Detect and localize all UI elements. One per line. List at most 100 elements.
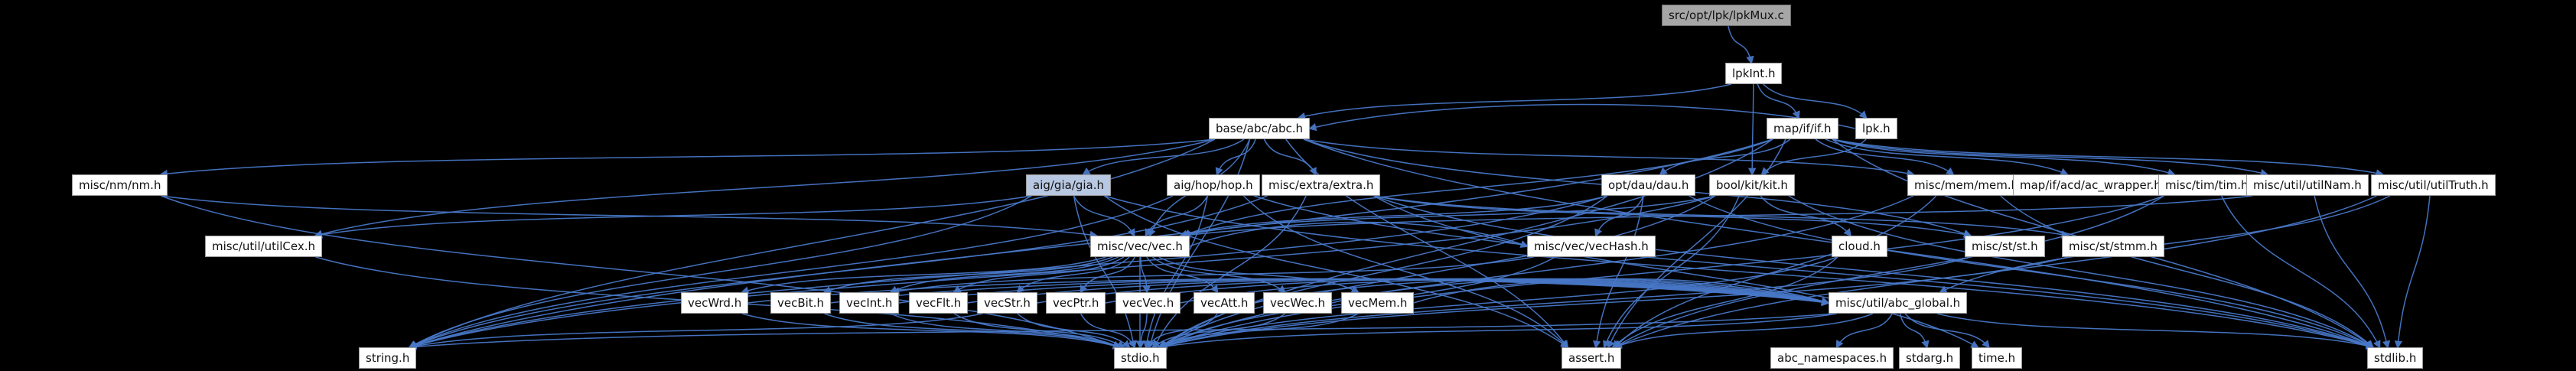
graph-node-utiltruth[interactable]: misc/util/utilTruth.h bbox=[2371, 174, 2496, 196]
include-edge-vec-to-vecstr bbox=[1016, 256, 1130, 294]
graph-node-vecflt[interactable]: vecFlt.h bbox=[909, 292, 969, 314]
include-edge-utiltruth-to-global bbox=[1939, 195, 2391, 293]
graph-node-dau[interactable]: opt/dau/dau.h bbox=[1601, 174, 1696, 196]
include-edge-abc-to-mem bbox=[1303, 138, 1916, 177]
include-edge-mem-to-assert bbox=[1614, 195, 1937, 349]
graph-node-acd[interactable]: map/if/acd/ac_wrapper.h bbox=[2013, 174, 2168, 196]
graph-node-vecvec[interactable]: vecVec.h bbox=[1115, 292, 1181, 314]
include-edge-extra-to-stdlib bbox=[1373, 195, 2375, 350]
include-edge-tim-to-stdio bbox=[1158, 195, 2164, 350]
graph-node-lpkMux[interactable]: src/opt/lpk/lpkMux.c bbox=[1662, 5, 1791, 26]
include-edge-dau-to-stdlib bbox=[1689, 195, 2375, 348]
include-edge-dau-to-stdio bbox=[1158, 195, 1608, 349]
include-edge-kit-to-assert bbox=[1603, 195, 1740, 349]
graph-node-vecptr[interactable]: vecPtr.h bbox=[1046, 292, 1106, 314]
include-edge-kit-to-cloud bbox=[1760, 195, 1852, 237]
include-edge-extra-to-stdio bbox=[1153, 195, 1307, 349]
include-edge-hop-to-string bbox=[408, 195, 1174, 349]
graph-node-vecwec[interactable]: vecWec.h bbox=[1263, 292, 1333, 314]
graph-node-vechash[interactable]: misc/vec/vecHash.h bbox=[1527, 236, 1656, 257]
include-edge-abc-to-gia bbox=[1082, 138, 1245, 176]
graph-node-string[interactable]: string.h bbox=[359, 347, 417, 369]
include-edge-vecwrd-to-stdio bbox=[741, 313, 1122, 350]
include-edge-vec-to-vechash bbox=[1189, 221, 1529, 248]
include-edge-mem-to-stdio bbox=[1158, 195, 1914, 349]
include-edge-utilnam-to-vec bbox=[1181, 195, 2253, 239]
graph-node-mapif[interactable]: map/if/if.h bbox=[1767, 118, 1838, 139]
include-edge-abc-to-nm bbox=[159, 138, 1216, 178]
include-edge-vec-to-vecbit bbox=[822, 256, 1113, 294]
include-edge-cloud-to-stdio bbox=[1158, 256, 1838, 350]
include-edge-global-to-time bbox=[1904, 313, 1990, 349]
include-edge-vecbit-to-stdio bbox=[824, 313, 1122, 350]
include-edge-tim-to-assert bbox=[1614, 195, 2164, 349]
include-edge-lpk-to-kit bbox=[1760, 138, 1867, 176]
graph-node-mem[interactable]: misc/mem/mem.h bbox=[1907, 174, 2026, 196]
graph-node-assert[interactable]: assert.h bbox=[1562, 347, 1622, 369]
include-edge-vec-to-vecvec bbox=[1140, 256, 1151, 295]
include-edge-utilnam-to-stdlib bbox=[2314, 195, 2391, 350]
graph-node-vecwrd[interactable]: vecWrd.h bbox=[681, 292, 749, 314]
graph-node-vecstr[interactable]: vecStr.h bbox=[977, 292, 1037, 314]
include-edge-kit-to-stdio bbox=[1158, 195, 1716, 349]
include-edge-mapif-to-assert bbox=[1607, 138, 1786, 349]
graph-node-kit[interactable]: bool/kit/kit.h bbox=[1709, 174, 1795, 196]
include-edge-gia-to-stdlib bbox=[1104, 195, 2375, 350]
include-edge-mapif-to-acd bbox=[1825, 138, 2069, 176]
include-edge-nm-to-stdio bbox=[161, 195, 1122, 349]
graph-node-hop[interactable]: aig/hop/hop.h bbox=[1167, 174, 1260, 196]
graph-node-nm[interactable]: misc/nm/nm.h bbox=[72, 174, 168, 196]
include-edge-lpkInt-to-lpk bbox=[1763, 83, 1868, 119]
graph-node-utilcex[interactable]: misc/util/utilCex.h bbox=[205, 236, 322, 257]
graph-node-global[interactable]: misc/util/abc_global.h bbox=[1829, 292, 1968, 314]
graph-node-time[interactable]: time.h bbox=[1972, 347, 2023, 369]
include-edge-gia-to-string bbox=[408, 195, 1032, 349]
include-edge-lpkMux-to-lpkInt bbox=[1728, 25, 1754, 65]
include-edge-utiltruth-to-assert bbox=[1614, 195, 2377, 349]
include-edge-mapif-to-utiltruth bbox=[1832, 138, 2385, 177]
graph-node-stdlib[interactable]: stdlib.h bbox=[2367, 347, 2424, 369]
graph-node-ns[interactable]: abc_namespaces.h bbox=[1770, 347, 1894, 369]
include-edge-vec-to-vecint bbox=[889, 256, 1119, 294]
include-edge-nm-to-vec bbox=[161, 195, 1099, 239]
include-edge-vec-to-vecflt bbox=[953, 256, 1125, 294]
include-edge-hop-to-stdlib bbox=[1253, 195, 2375, 350]
include-edge-global-to-ns bbox=[1835, 313, 1893, 349]
include-edge-mapif-to-utilnam bbox=[1832, 138, 2269, 177]
include-edge-mapif-to-mem bbox=[1815, 138, 1955, 176]
include-edge-gia-to-utilcex bbox=[314, 195, 1032, 239]
include-edge-st-to-stdio bbox=[1158, 256, 1971, 350]
include-edge-global-to-stdio bbox=[1158, 313, 1837, 350]
graph-node-vecatt[interactable]: vecAtt.h bbox=[1194, 292, 1255, 314]
include-edge-lpkInt-to-mapif bbox=[1757, 83, 1800, 119]
include-edge-vecint-to-stdio bbox=[891, 313, 1122, 349]
graph-node-stmm[interactable]: misc/st/stmm.h bbox=[2062, 236, 2164, 257]
graph-node-abc[interactable]: base/abc/abc.h bbox=[1209, 118, 1311, 139]
include-edge-vec-to-vecwrd bbox=[740, 256, 1106, 295]
include-edge-abc-to-assert bbox=[1285, 138, 1569, 349]
graph-node-lpkInt[interactable]: lpkInt.h bbox=[1725, 63, 1783, 84]
include-edge-utiltruth-to-stdlib bbox=[2394, 195, 2431, 350]
include-edge-kit-to-vec bbox=[1181, 195, 1716, 239]
include-edge-lpkInt-to-kit bbox=[1747, 83, 1757, 177]
include-edge-vecflt-to-stdio bbox=[953, 313, 1125, 349]
graph-node-vec[interactable]: misc/vec/vec.h bbox=[1090, 236, 1190, 257]
include-edge-mapif-to-vec bbox=[1182, 138, 1773, 237]
graph-node-vecmem[interactable]: vecMem.h bbox=[1341, 292, 1415, 314]
graph-node-lpk[interactable]: lpk.h bbox=[1855, 118, 1897, 139]
graph-node-stdio[interactable]: stdio.h bbox=[1114, 347, 1167, 369]
graph-node-vecint[interactable]: vecInt.h bbox=[839, 292, 900, 314]
graph-node-tim[interactable]: misc/tim/tim.h bbox=[2158, 174, 2255, 196]
graph-node-cloud[interactable]: cloud.h bbox=[1832, 236, 1887, 257]
graph-node-vecbit[interactable]: vecBit.h bbox=[770, 292, 831, 314]
include-edge-gia-to-vec bbox=[1073, 195, 1135, 237]
include-edge-vec-to-vecptr bbox=[1080, 256, 1135, 294]
include-edge-extra-to-time bbox=[1373, 195, 1979, 349]
graph-node-gia[interactable]: aig/gia/gia.h bbox=[1026, 174, 1112, 196]
graph-node-st[interactable]: misc/st/st.h bbox=[1965, 236, 2045, 257]
graph-node-stdarg[interactable]: stdarg.h bbox=[1899, 347, 1961, 369]
graph-node-utilnam[interactable]: misc/util/utilNam.h bbox=[2246, 174, 2369, 196]
graph-node-extra[interactable]: misc/extra/extra.h bbox=[1262, 174, 1381, 196]
include-edge-mapif-to-dau bbox=[1659, 138, 1791, 176]
